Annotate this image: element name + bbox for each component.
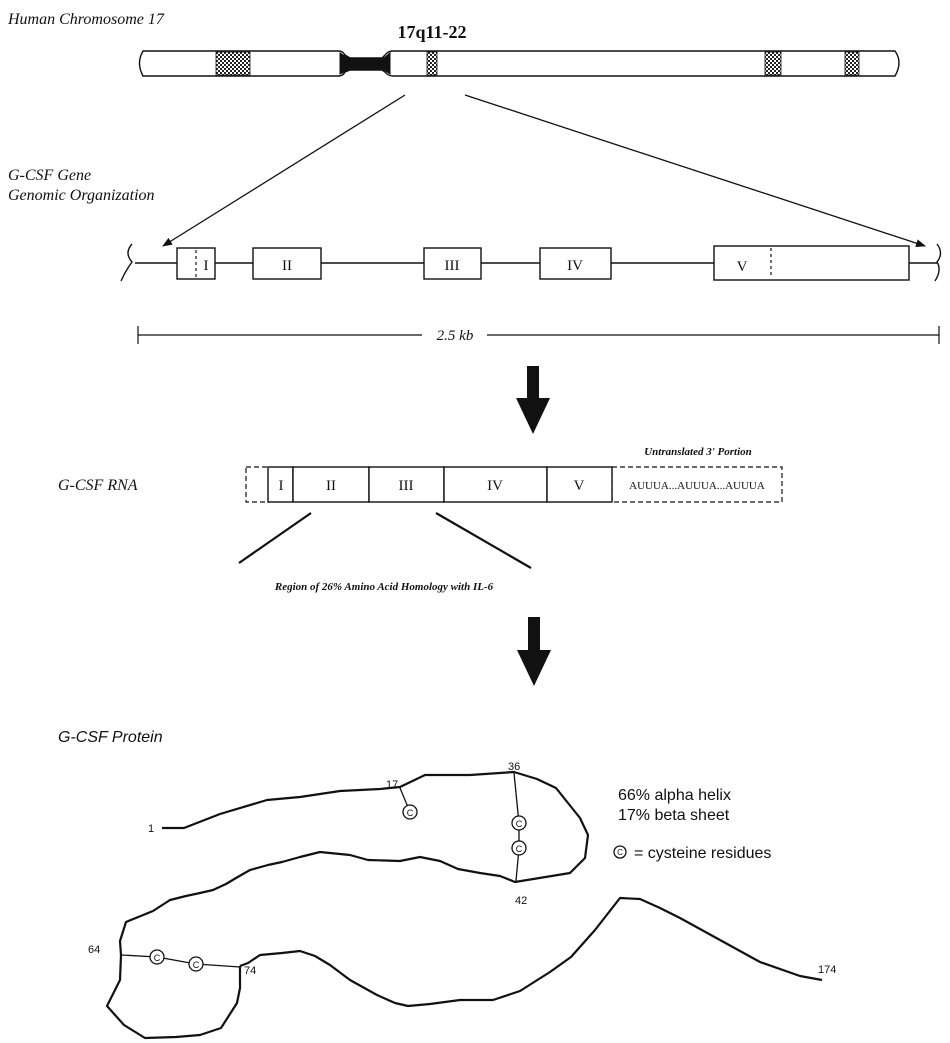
rna-exon-2-box [292,466,370,503]
residue-1: 1 [148,823,154,835]
cysteine-36: C [511,815,527,831]
rna-exon-4-box [443,466,548,503]
band-q-arm-1 [764,51,782,76]
residue-64: 64 [88,944,100,956]
centromere [339,51,391,75]
rna-exon-5-box [546,466,613,503]
gene-break-right [934,243,942,282]
band-17q11-22 [426,51,438,76]
cysteine-17: C [402,804,418,820]
legend-cysteine: C = cysteine residues [613,845,771,862]
chromosome-17 [138,50,900,77]
cysteine-42: C [511,840,527,856]
gene-exon-3-box [423,247,482,280]
down-arrow-2 [517,617,551,686]
homology-line-left [238,512,312,564]
cysteine-74-glyph: C [193,960,200,970]
chromosome-title: Human Chromosome 17 [7,11,165,28]
rna-utr-5-dashed [245,466,271,503]
gene-exon-5-label: V [737,259,748,275]
protein-backbone-tail [239,896,823,1008]
gene-exon-2-label: II [282,258,292,274]
zoom-arrow-left [162,94,406,247]
residue-17: 17 [386,779,398,791]
down-arrow-1 [516,366,550,434]
utr-sequence: AUUUA...AUUUA...AUUUA [629,480,765,492]
homology-line-right [435,512,532,569]
gene-title-line2: Genomic Organization [8,187,155,204]
cysteine-17-glyph: C [407,808,414,818]
band-p-arm [215,51,251,76]
stat-alpha-helix: 66% alpha helix [618,787,731,804]
rna-title: G-CSF RNA [58,477,138,494]
scale-bar [137,326,940,344]
cysteine-42-glyph: C [516,844,523,854]
rna-exon-4-label: IV [487,478,503,494]
cysteine-64: C [149,949,165,965]
gene-title-line1: G-CSF Gene [8,167,91,184]
zoom-arrow-right [464,94,926,247]
cysteine-36-glyph: C [516,819,523,829]
band-q-arm-2 [844,51,860,76]
gene-break-left [120,243,133,282]
gene-exon-4-box [539,247,612,280]
band-label: 17q11-22 [397,22,466,42]
protein-title: G-CSF Protein [58,729,163,746]
residue-174: 174 [818,964,836,976]
homology-label: Region of 26% Amino Acid Homology with I… [274,581,494,593]
gene-exon-3-label: III [445,258,460,274]
gene-exon-5-box [713,245,910,281]
gene-exon-2-box [252,247,322,280]
gene-exon-4-label: IV [567,258,583,274]
rna-exon-1-label: I [279,478,284,494]
scale-label: 2.5 kb [437,328,474,344]
gene-exon-1-label: I [204,258,209,274]
protein-backbone [105,770,590,1040]
cysteine-64-glyph: C [154,953,161,963]
cysteine-74: C [188,956,204,972]
legend-cysteine-glyph: C [617,848,623,857]
legend-cysteine-icon [613,845,627,859]
stat-beta-sheet: 17% beta sheet [618,807,730,824]
residue-74: 74 [244,965,256,977]
residue-36: 36 [508,761,520,773]
rna-exon-2-label: II [326,478,336,494]
utr-label: Untranslated 3' Portion [644,446,752,458]
residue-42: 42 [515,895,527,907]
rna-exon-5-label: V [574,478,585,494]
rna-exon-3-label: III [399,478,414,494]
legend-cysteine-text: = cysteine residues [634,845,771,862]
